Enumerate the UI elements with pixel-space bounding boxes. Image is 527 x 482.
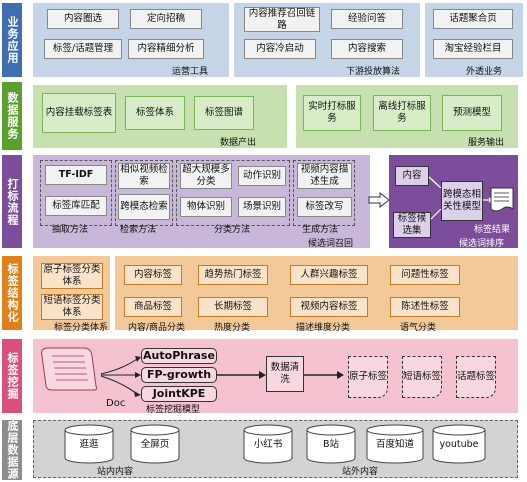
service-realtime[interactable]: 实时打标服务 <box>303 95 361 131</box>
output-topic-tag[interactable]: 话题标签 <box>456 356 496 398</box>
method-cross-modal[interactable]: 跨模态检索 <box>118 194 170 220</box>
tag-goods[interactable]: 商品标签 <box>124 297 182 317</box>
method-similar-video[interactable]: 相似视频检索 <box>118 163 170 189</box>
output-phrase-tag[interactable]: 短语标签 <box>402 356 442 398</box>
generate-group <box>293 160 355 226</box>
external-content-caption: 站外内容 <box>342 467 379 477</box>
downstream-item-recall[interactable]: 内容推荐召回链路 <box>244 7 320 32</box>
retrieval-group <box>115 160 173 226</box>
downstream-item-search[interactable]: 内容搜索 <box>331 39 403 59</box>
extract-caption: 抽取方法 <box>52 225 89 235</box>
method-tag-rewrite[interactable]: 标签改写 <box>297 197 352 217</box>
method-large-multiclass[interactable]: 超大规模多分类 <box>180 163 232 189</box>
candidate-recall-caption: 候选词召回 <box>308 239 354 249</box>
generate-caption: 生成方法 <box>302 225 339 235</box>
row-label-base-data: 底层数据源 <box>2 420 22 480</box>
db-cylinders <box>64 424 486 464</box>
external-item-taobao-column[interactable]: 淘宝经验栏目 <box>433 39 513 59</box>
classify-caption: 分类方法 <box>214 225 251 235</box>
atomic-tag-system[interactable]: 原子标签分类体系 <box>41 263 103 289</box>
data-output-mounted-tags[interactable]: 内容挂载标签表 <box>42 93 116 133</box>
source-youtube[interactable]: youtube <box>439 439 479 451</box>
data-output-tag-graph[interactable]: 标签图谱 <box>194 96 254 130</box>
output-atomic-tag[interactable]: 原子标签 <box>348 356 388 398</box>
downstream-caption: 下游投放算法 <box>346 67 401 77</box>
tag-system-caption: 标签分类体系 <box>54 323 109 333</box>
tag-trending[interactable]: 趋势热门标签 <box>198 265 268 285</box>
row-label-tag-mining: 标签挖掘 <box>2 339 22 413</box>
group-tone-caption: 语气分类 <box>400 323 437 333</box>
data-cleaning[interactable]: 数据清洗 <box>266 356 304 392</box>
external-biz-caption: 外透业务 <box>466 67 503 77</box>
tag-question[interactable]: 问题性标签 <box>390 265 460 285</box>
ops-tools-caption: 运营工具 <box>172 67 209 77</box>
mining-arrows <box>100 356 344 397</box>
tag-crowd-interest[interactable]: 人群兴趣标签 <box>290 265 368 285</box>
external-item-topic-page[interactable]: 话题聚合页 <box>433 9 513 29</box>
mining-model-caption: 标签挖掘模型 <box>146 405 201 415</box>
ops-item-directed-recruit[interactable]: 定向招稿 <box>130 9 202 29</box>
retrieval-caption: 检索方法 <box>120 225 157 235</box>
tag-statement[interactable]: 陈述性标签 <box>390 297 460 317</box>
ops-item-content-analysis[interactable]: 内容精细分析 <box>128 39 204 59</box>
ops-item-tag-topic-manage[interactable]: 标签/话题管理 <box>44 39 122 59</box>
model-jointkpe[interactable]: JointKPE <box>141 386 217 402</box>
group-heat-caption: 热度分类 <box>214 323 251 333</box>
service-output-caption: 服务输出 <box>468 138 505 148</box>
method-scene-recog[interactable]: 场景识别 <box>238 197 286 217</box>
method-tag-lib-match[interactable]: 标签库匹配 <box>45 196 107 216</box>
doc-icon <box>41 347 98 391</box>
recall-to-rank-arrow <box>368 192 390 208</box>
row-label-tag-structure: 标签结构化 <box>2 256 22 330</box>
service-predict-model[interactable]: 预测模型 <box>442 95 502 131</box>
rank-result-label: 标签结果 <box>474 225 511 235</box>
tag-content[interactable]: 内容标签 <box>124 265 182 285</box>
classify-group <box>176 160 290 226</box>
ops-item-content-select[interactable]: 内容圈选 <box>47 9 119 29</box>
method-object-recog[interactable]: 物体识别 <box>180 197 232 217</box>
extract-group <box>40 160 112 226</box>
rank-caption: 候选词排序 <box>459 239 505 249</box>
row-label-data-service: 数据服务 <box>2 82 22 150</box>
downstream-item-qa[interactable]: 经验问答 <box>331 9 403 29</box>
tag-long-term[interactable]: 长期标签 <box>198 297 268 317</box>
group-content-goods-caption: 内容/商品分类 <box>128 323 186 333</box>
group-dimension-caption: 描述维度分类 <box>296 323 351 333</box>
phrase-tag-system[interactable]: 短语标签分类体系 <box>41 294 103 320</box>
source-xiaohongshu[interactable]: 小红书 <box>253 439 283 451</box>
doc-label: Doc <box>106 398 126 409</box>
service-offline[interactable]: 离线打标服务 <box>373 95 431 131</box>
row-label-tagging: 打标流程 <box>2 155 22 248</box>
rank-cross-modal-model[interactable]: 跨模态相关性模型 <box>441 181 483 221</box>
method-tfidf[interactable]: TF-IDF <box>45 165 107 185</box>
rank-content[interactable]: 内容 <box>395 166 429 186</box>
data-output-tag-system[interactable]: 标签体系 <box>125 96 185 130</box>
model-autophrase[interactable]: AutoPhrase <box>141 348 217 364</box>
source-guangguang[interactable]: 逛逛 <box>79 439 99 451</box>
source-fullscreen[interactable]: 全屏页 <box>140 439 170 451</box>
source-bilibili[interactable]: B站 <box>322 439 340 451</box>
model-fp-growth[interactable]: FP-growth <box>141 367 217 383</box>
rank-arrows <box>428 176 514 220</box>
data-output-caption: 数据产出 <box>220 138 257 148</box>
row-label-business: 业务应用 <box>2 3 22 77</box>
rank-tag-candidates[interactable]: 标签候选集 <box>393 212 431 238</box>
method-action-recog[interactable]: 动作识别 <box>238 166 286 186</box>
method-video-caption-gen[interactable]: 视频内容描述生成 <box>297 163 352 189</box>
internal-content-caption: 站内内容 <box>97 467 134 477</box>
downstream-item-cold-start[interactable]: 内容冷启动 <box>244 39 316 59</box>
tag-video-content[interactable]: 视频内容标签 <box>290 297 368 317</box>
source-baidu-zhidao[interactable]: 百度知道 <box>375 439 414 451</box>
